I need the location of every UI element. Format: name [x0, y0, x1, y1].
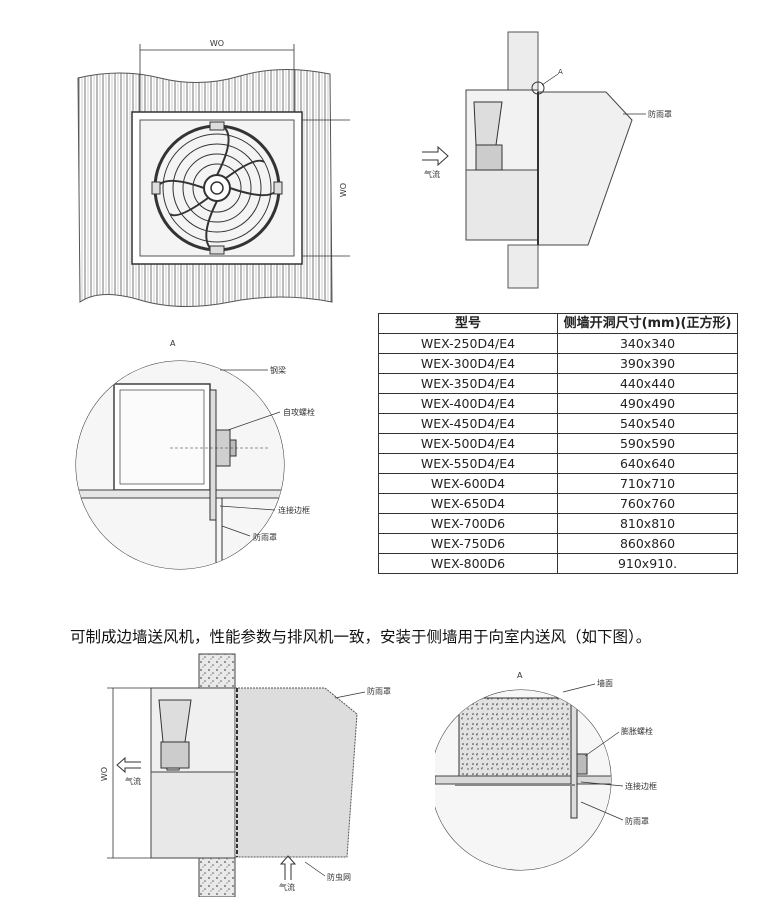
rain-hood-label-bottom: 防雨罩	[625, 816, 649, 826]
dim-width-label: WO	[210, 39, 224, 48]
hood-label: 防雨罩	[648, 109, 672, 119]
steel-beam-label: 钢梁	[270, 365, 286, 375]
model-cell: WEX-450D4/E4	[378, 413, 558, 434]
dim-height-label: WO	[339, 183, 348, 197]
fan-side-section-figure: A 防雨罩 气流	[422, 31, 672, 289]
opening-size-cell: 440x440	[557, 373, 738, 394]
opening-size-cell: 340x340	[557, 333, 738, 354]
caption-text: 可制成边墙送风机，性能参数与排风机一致，安装于侧墙用于向室内送风（如下图）。	[70, 628, 652, 646]
model-cell: WEX-600D4	[378, 473, 558, 494]
opening-size-cell: 710x710	[557, 473, 738, 494]
fan-front-view-figure: WO WO	[77, 39, 350, 307]
insect-net-label: 防虫网	[327, 872, 351, 882]
connecting-frame-label: 连接边框	[278, 505, 310, 515]
airflow-label: 气流	[424, 169, 440, 179]
expansion-bolt-label: 膨胀螺栓	[621, 726, 653, 736]
rain-hood-label: 防雨罩	[253, 532, 277, 542]
model-cell: WEX-500D4/E4	[378, 433, 558, 454]
opening-size-cell: 640x640	[557, 453, 738, 474]
model-cell: WEX-700D6	[378, 513, 558, 534]
spec-table-header: 型号 侧墙开洞尺寸(mm)(正方形)	[378, 313, 738, 334]
detail-marker-a-top: A	[170, 339, 176, 348]
airflow-left-label: 气流	[125, 776, 141, 786]
header-opening-size: 侧墙开洞尺寸(mm)(正方形)	[557, 313, 738, 334]
hood-label-bottom: 防雨罩	[367, 686, 391, 696]
opening-size-cell: 860x860	[557, 533, 738, 554]
opening-size-cell: 760x760	[557, 493, 738, 514]
model-cell: WEX-650D4	[378, 493, 558, 514]
model-cell: WEX-800D6	[378, 553, 558, 574]
opening-size-cell: 810x810	[557, 513, 738, 534]
opening-size-cell: 490x490	[557, 393, 738, 414]
self-tapping-bolt-label: 自攻螺栓	[283, 407, 315, 417]
supply-fan-section-figure: WO 防雨罩 气流 气流 防虫网	[100, 653, 391, 897]
detail-a-steel-figure: A 钢梁 自攻螺栓 连接边框 防雨罩	[75, 339, 315, 570]
dim-height-label-bottom: WO	[100, 767, 109, 781]
model-cell: WEX-300D4/E4	[378, 353, 558, 374]
detail-marker-a: A	[558, 68, 563, 76]
detail-a-wall-figure: A 墙面 膨胀螺栓 连接边框 防雨罩	[435, 671, 657, 871]
airflow-bottom-label: 气流	[279, 882, 295, 892]
opening-size-cell: 390x390	[557, 353, 738, 374]
opening-size-cell: 590x590	[557, 433, 738, 454]
detail-marker-a-bottom: A	[517, 671, 523, 680]
opening-size-cell: 910x910.	[557, 553, 738, 574]
model-cell: WEX-350D4/E4	[378, 373, 558, 394]
wall-label: 墙面	[597, 678, 613, 688]
header-model: 型号	[378, 313, 558, 334]
connecting-frame-label-bottom: 连接边框	[625, 781, 657, 791]
model-cell: WEX-400D4/E4	[378, 393, 558, 414]
opening-size-cell: 540x540	[557, 413, 738, 434]
model-cell: WEX-550D4/E4	[378, 453, 558, 474]
model-cell: WEX-750D6	[378, 533, 558, 554]
model-cell: WEX-250D4/E4	[378, 333, 558, 354]
